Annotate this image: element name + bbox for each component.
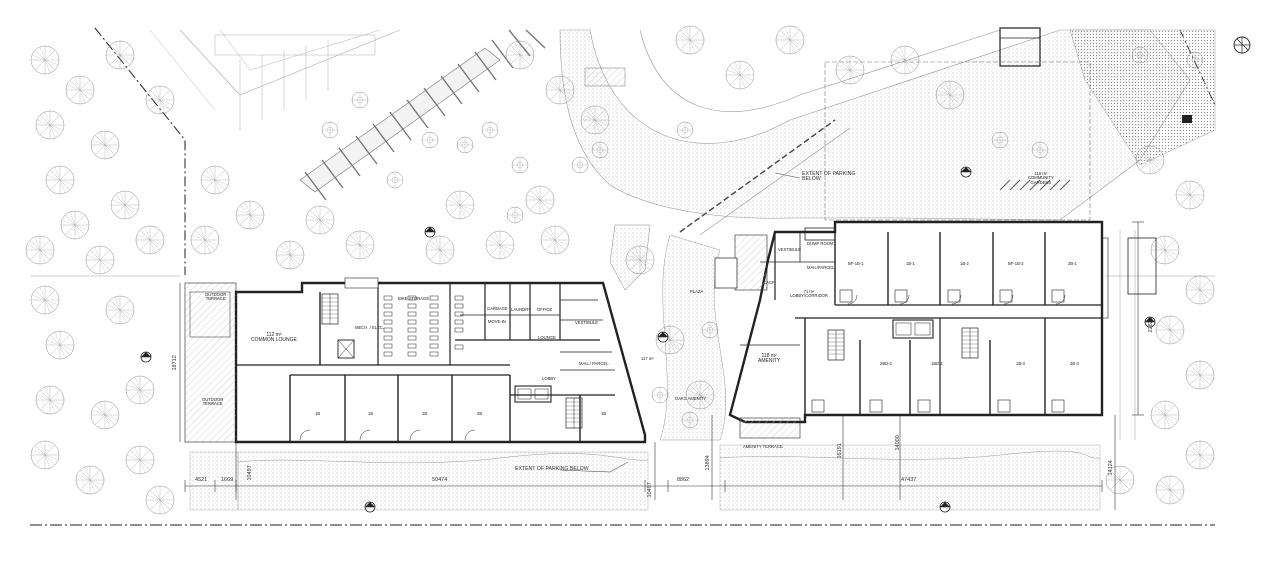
unit-1bd-1-label: 1BD-1	[931, 361, 943, 366]
garbage-label: GARBAGE	[487, 306, 508, 311]
mail-parcel-east-label: MAIL/PARCEL	[807, 265, 835, 270]
unit-1b-d-label: 1B	[601, 411, 607, 416]
bike-storage-label: BIKE STORAGE	[398, 296, 430, 301]
unit-1b-3-label: 1B-3	[1016, 361, 1025, 366]
unit-2b-3-label: 2B-3	[1070, 361, 1079, 366]
outdoor-terrace-top-label: OUTDOOR TERRACE	[205, 292, 227, 302]
east-building	[714, 220, 1157, 439]
dimension-50474: 50474	[432, 477, 448, 483]
parking-below-note-lower: EXTENT OF PARKING BELOW	[515, 466, 589, 472]
lobby-corridor-label: 71 m² LOBBY/CORRIDOR	[790, 289, 828, 299]
vestibule-east-label: VESTIBULE	[778, 247, 802, 252]
dimension-13894: 13894	[704, 455, 711, 471]
dimension-14000: 14000	[894, 435, 901, 451]
dimension-8862: 8862	[677, 477, 690, 483]
area-117-label: 117 m²	[641, 356, 654, 361]
common-lounge-label: 112 m² COMMON LOUNGE	[251, 332, 297, 344]
dimension-lines	[179, 221, 1144, 510]
unit-2bd-2-label: 2BD-2	[880, 361, 892, 366]
community-garden-label: 110 m² COMMUNITY GARDENS	[1028, 171, 1054, 185]
outdoor-terrace-side-label: OUTDOOR TERRACE	[202, 397, 224, 407]
mech-elec-label: MECH. / ELEC.	[355, 325, 385, 330]
plaza-label: PLAZA	[690, 289, 704, 294]
unit-1b-a-label: 1B	[315, 411, 321, 416]
mail-parcel-west-label: MAIL / PARCEL	[579, 361, 609, 366]
dimension-22621: 22621	[1147, 317, 1154, 333]
laundry-label: LAUNDRY	[511, 307, 531, 312]
amenity-label: 118 m² AMENITY	[758, 353, 781, 365]
dimension-10497-b: 10497	[646, 482, 653, 498]
unit-bf-1b-1-label: BF-1B-1	[848, 261, 864, 266]
unit-2b-label: 2B	[477, 411, 483, 416]
dimension-4521: 4521	[195, 477, 208, 483]
unit-bf-1b-2-label: BF-1B-2	[1008, 261, 1024, 266]
cacf-label: CACF	[763, 280, 775, 285]
dimension-14124: 14124	[1107, 460, 1114, 476]
dimension-18712: 18712	[171, 355, 178, 371]
unit-1b-2-label: 1B-2	[960, 261, 969, 266]
amenity-terrace-label: AMENITY TERRACE	[743, 444, 783, 449]
site-context	[30, 27, 1216, 526]
unit-1b-b-label: 1B	[368, 411, 374, 416]
dimension-16191: 16191	[836, 443, 843, 459]
unit-1b-c-label: 1B	[422, 411, 428, 416]
dimension-10497-a: 10497	[246, 465, 253, 481]
move-in-label: MOVE-IN	[488, 319, 506, 324]
west-building	[184, 277, 647, 444]
dimension-47437: 47437	[901, 477, 917, 483]
parking-below-note-upper: EXTENT OF PARKING BELOW	[802, 171, 856, 183]
dump-room-label: DUMP ROOM	[807, 241, 834, 246]
office-label: OFFICE	[537, 307, 553, 312]
north-arrow-icon	[1233, 36, 1251, 54]
lobby-west-label: LOBBY	[542, 376, 556, 381]
unit-1b-1-label: 1B-1	[906, 261, 915, 266]
lounge-label: LOUNGE	[538, 335, 556, 340]
dimension-1669: 1669	[221, 477, 234, 483]
vestibule-west-label: VESTIBULE	[575, 320, 599, 325]
oaks-amenity-label: OAKS AMENITY	[675, 396, 707, 401]
unit-2b-1-label: 2B-1	[1068, 261, 1077, 266]
